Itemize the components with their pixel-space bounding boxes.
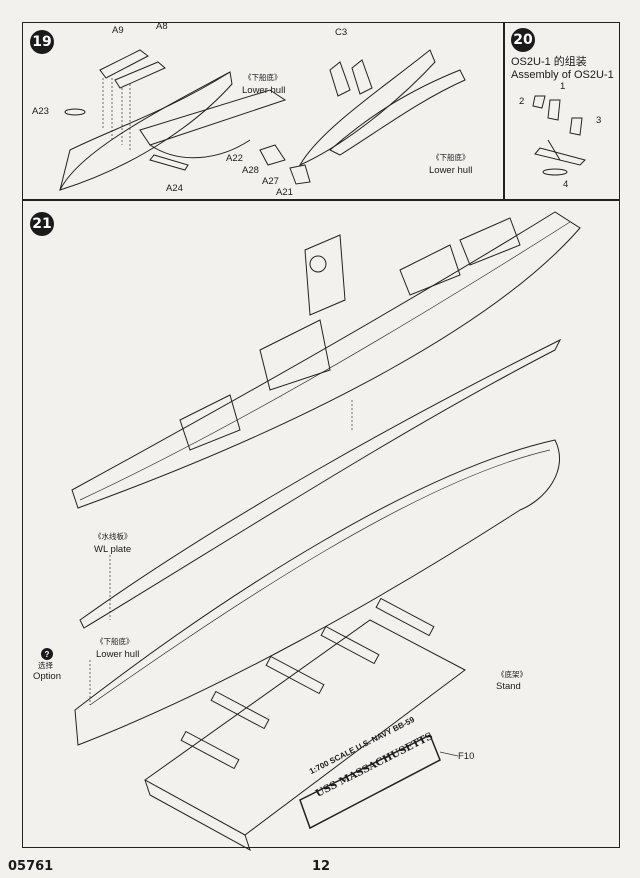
label-lower-hull-en-19b: Lower hull <box>429 165 473 176</box>
label-part-1: 1 <box>560 81 566 92</box>
label-lower-hull-en-19a: Lower hull <box>242 85 286 96</box>
label-lower-hull-en-21: Lower hull <box>96 649 140 660</box>
label-c3: C3 <box>335 27 348 38</box>
label-part-2: 2 <box>519 96 525 107</box>
label-lower-hull-zh-21: 《下船底》 <box>96 637 134 646</box>
step-19-panel <box>22 22 504 200</box>
label-stand-en: Stand <box>496 681 521 692</box>
label-lower-hull-zh-19a: 《下船底》 <box>244 73 282 82</box>
step-20-title-en: Assembly of OS2U-1 <box>511 69 614 81</box>
label-option-en: Option <box>33 671 61 682</box>
label-part-3: 3 <box>596 115 602 126</box>
label-lower-hull-zh-19b: 《下船底》 <box>432 153 470 162</box>
label-wl-plate-en: WL plate <box>94 544 132 555</box>
product-code: 05761 <box>8 859 54 874</box>
page-number: 12 <box>312 859 331 874</box>
label-part-4: 4 <box>563 179 569 190</box>
label-a21: A21 <box>276 187 293 198</box>
label-stand-zh: 《底架》 <box>497 670 527 679</box>
label-a23: A23 <box>32 106 49 117</box>
label-f10: F10 <box>458 751 475 762</box>
step-19-badge: 19 <box>30 30 54 54</box>
label-wl-plate-zh: 《水线板》 <box>94 532 132 541</box>
step-20-badge: 20 <box>511 28 535 52</box>
label-option-zh: 选择 <box>38 661 53 670</box>
option-badge: ? <box>41 648 53 660</box>
label-a8: A8 <box>156 21 168 32</box>
label-a9: A9 <box>112 25 124 36</box>
step-20-title-zh: OS2U-1 的组装 <box>511 56 587 68</box>
step-20-panel <box>504 22 620 200</box>
step-21-panel <box>22 200 620 848</box>
label-a22: A22 <box>226 153 243 164</box>
step-21-badge: 21 <box>30 212 54 236</box>
label-a24: A24 <box>166 183 183 194</box>
label-a28: A28 <box>242 165 259 176</box>
label-a27: A27 <box>262 176 279 187</box>
